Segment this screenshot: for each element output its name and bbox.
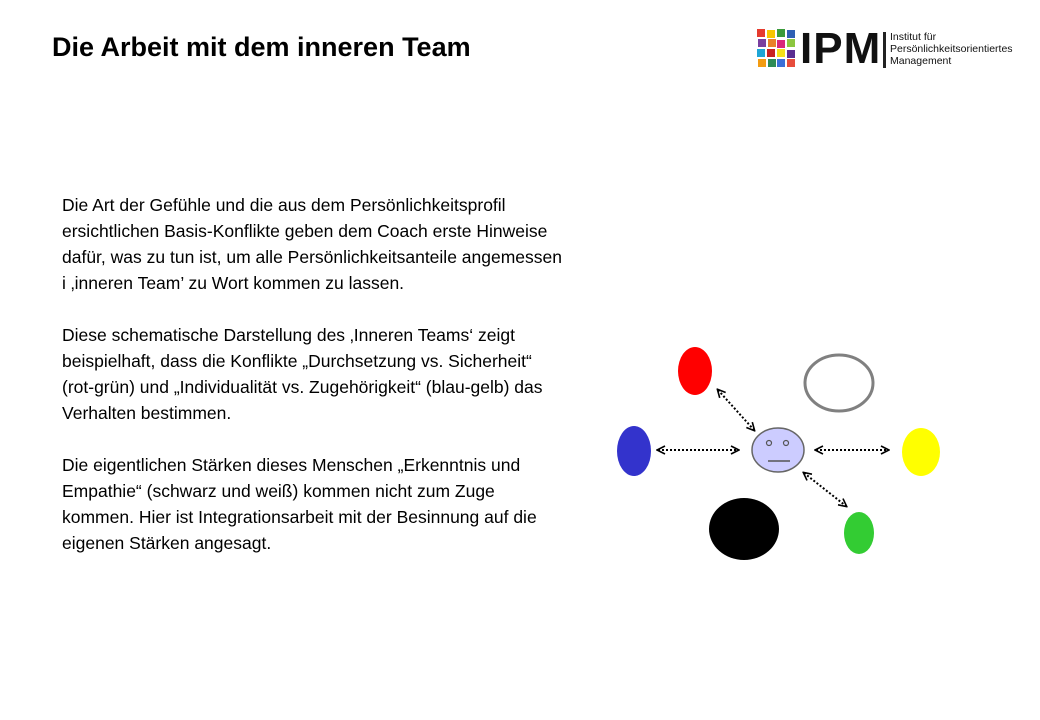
yellow-team-member (902, 428, 940, 476)
inner-team-diagram (617, 347, 940, 560)
blue-team-member (617, 426, 651, 476)
face-head (751, 427, 805, 473)
logo-institute-line-2: Persönlichkeitsorientiertes (890, 43, 1013, 55)
page-title: Die Arbeit mit dem inneren Team (52, 32, 471, 62)
logo-institute-line-1: Institut für (890, 31, 937, 43)
logo-mosaic-icon (757, 29, 795, 67)
paragraph-schema: Diese schematische Darstellung des ‚Inne… (62, 325, 543, 423)
logo-institute: Institut für Persönlichkeitsorientiertes… (890, 31, 1013, 67)
arrow-red-face (718, 390, 754, 430)
white-team-member (803, 353, 875, 413)
paragraph-strengths: Die eigentlichen Stärken dieses Menschen… (62, 455, 537, 553)
green-team-member (844, 512, 874, 554)
ipm-logo: IPM Institut für Persönlichkeitsorientie… (756, 24, 1024, 74)
face-left-eye (765, 439, 773, 447)
logo-institute-line-3: Management (890, 55, 952, 67)
paragraph-feelings: Die Art der Gefühle und die aus dem Pers… (62, 195, 562, 293)
body-text: Die Art der Gefühle und die aus dem Pers… (62, 192, 562, 582)
logo-name: IPM (800, 24, 882, 73)
red-team-member (678, 347, 712, 395)
black-team-member (709, 498, 779, 560)
logo-divider (883, 32, 886, 68)
face-right-eye (782, 439, 790, 447)
face-icon (751, 427, 805, 473)
arrow-green-face (804, 473, 846, 506)
